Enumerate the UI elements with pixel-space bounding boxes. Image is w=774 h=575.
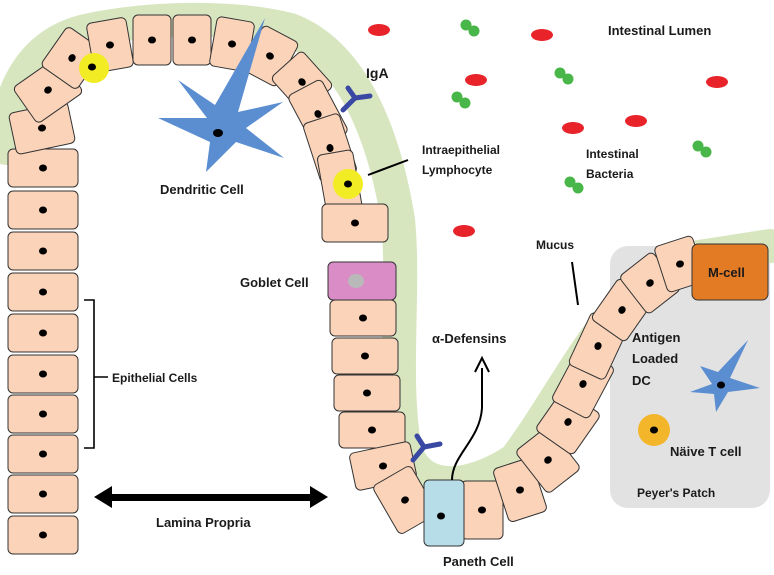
red-bacterium <box>453 225 475 237</box>
green-bacterium-pair <box>554 67 574 85</box>
alpha-defensins-label: α-Defensins <box>432 331 506 346</box>
intestinal-bacteria <box>368 19 728 237</box>
red-bacterium <box>465 74 487 86</box>
epithelial-cell <box>7 394 79 434</box>
epithelial-cell <box>7 148 79 188</box>
paneth-cell <box>423 479 465 547</box>
epithelial-cell <box>460 480 504 540</box>
defensins-pointer-line <box>451 368 483 481</box>
epithelial-cell <box>338 411 406 449</box>
epithelial-cell <box>329 299 397 337</box>
green-bacterium-pair <box>460 19 480 37</box>
red-bacterium <box>562 122 584 134</box>
m-cell <box>691 243 769 301</box>
epithelial-cell <box>7 515 79 555</box>
lymphocyte-top <box>79 53 109 83</box>
green-bacterium-pair <box>692 140 712 158</box>
intraepithelial-label-line2: Lymphocyte <box>422 163 493 177</box>
epithelial-cell <box>333 374 401 412</box>
bacteria-label-line2: Bacteria <box>586 167 634 181</box>
m-cell-label: M-cell <box>708 265 745 280</box>
intraepithelial-lymphocyte <box>333 169 363 199</box>
epithelial-cell <box>7 354 79 394</box>
antigen-loaded-dc <box>690 340 760 412</box>
epithelial-cell <box>7 190 79 230</box>
epithelial-cell <box>132 14 172 66</box>
epithelial-cell <box>331 337 399 375</box>
epithelial-cell <box>321 203 389 243</box>
epithelial-cell-layer <box>7 14 706 555</box>
epithelial-cell <box>7 434 79 474</box>
red-bacterium <box>368 24 390 36</box>
green-bacterium-pair <box>564 176 584 194</box>
epithelial-cell <box>7 272 79 312</box>
goblet-cell-label: Goblet Cell <box>240 275 309 290</box>
iga-antibody-bottom <box>410 433 443 463</box>
dendritic-cell-label: Dendritic Cell <box>160 182 244 197</box>
iga-label: IgA <box>366 65 389 81</box>
antigen-label-line1: Antigen <box>632 330 680 345</box>
naive-t-cell-label: Näive T cell <box>670 444 742 459</box>
paneth-cell-label: Paneth Cell <box>443 554 514 569</box>
green-bacterium-pair <box>451 91 471 109</box>
lamina-propria-arrow <box>94 486 328 508</box>
goblet-cell <box>327 261 397 301</box>
epithelial-cells-label: Epithelial Cells <box>112 371 198 385</box>
antigen-label-line2: Loaded <box>632 351 678 366</box>
epithelial-cell <box>7 474 79 514</box>
epithelial-cells-bracket <box>84 299 108 449</box>
epithelial-cell <box>172 14 212 66</box>
antigen-label-line3: DC <box>632 373 651 388</box>
dendritic-cell <box>158 18 284 172</box>
red-bacterium <box>625 115 647 127</box>
iga-antibody-top <box>340 85 373 113</box>
epithelial-cell <box>7 231 79 271</box>
mucus-pointer-line <box>571 261 579 306</box>
red-bacterium <box>531 29 553 41</box>
lamina-propria-label: Lamina Propria <box>156 515 251 530</box>
epithelial-cell <box>7 313 79 353</box>
bacteria-label-line1: Intestinal <box>586 147 639 161</box>
peyers-patch-label: Peyer's Patch <box>637 486 715 500</box>
epithelial-cell <box>516 427 580 493</box>
intraepithelial-label-line1: Intraepithelial <box>422 143 500 157</box>
mucus-label: Mucus <box>536 238 574 252</box>
lymphocyte-pointer-line <box>367 159 409 176</box>
red-bacterium <box>706 76 728 88</box>
intestinal-lumen-label: Intestinal Lumen <box>608 23 711 38</box>
naive-t-cell <box>638 414 670 446</box>
defensins-arrowhead <box>474 355 490 373</box>
